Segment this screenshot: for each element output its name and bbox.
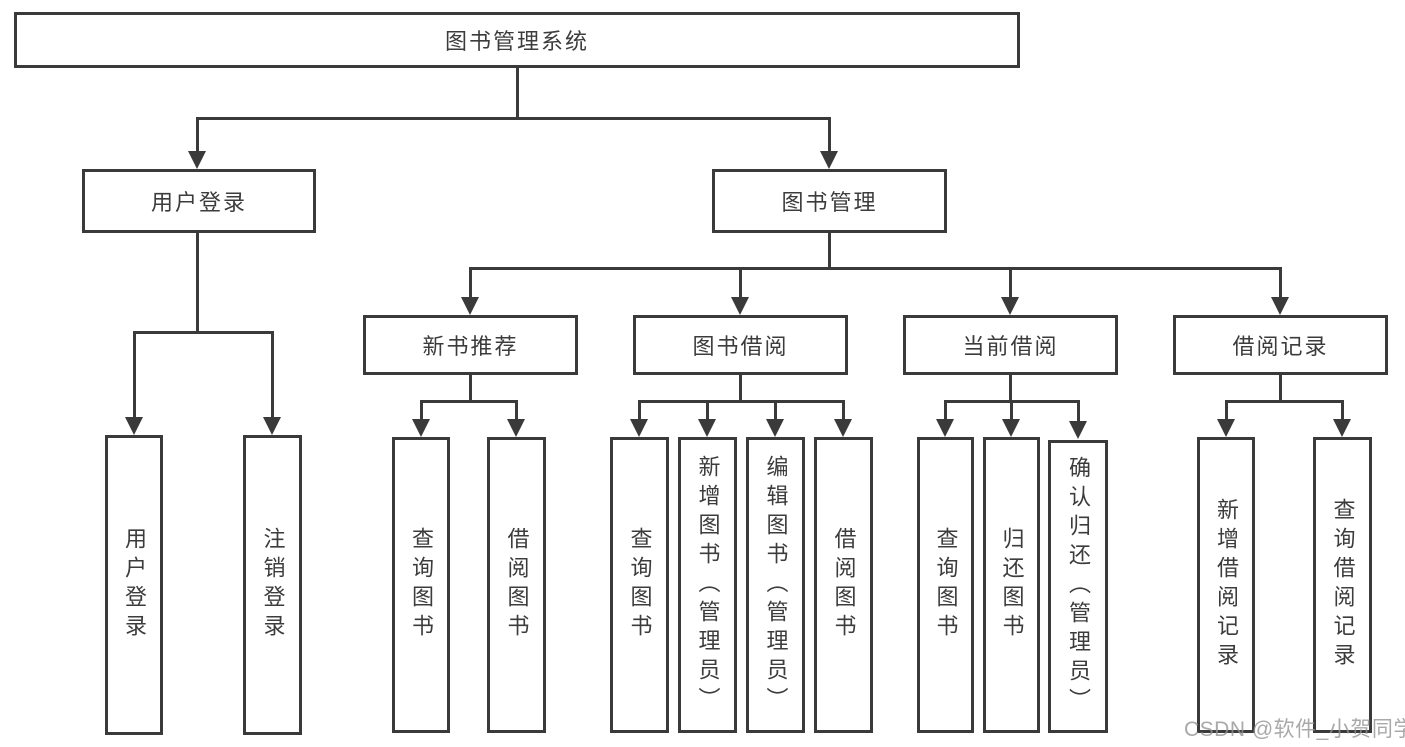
leaf-return-books: 归还图书 bbox=[983, 437, 1040, 733]
connector-stem bbox=[774, 400, 777, 421]
leaf-query-borrow-record: 查询借阅记录 bbox=[1313, 437, 1372, 733]
node-user-login: 用户登录 bbox=[82, 169, 316, 233]
connector-stem bbox=[1009, 375, 1012, 403]
connector-stem bbox=[1279, 267, 1282, 300]
down-arrowhead-icon bbox=[1333, 419, 1351, 437]
connector-root-stem bbox=[516, 68, 519, 120]
down-arrowhead-icon bbox=[1271, 297, 1289, 315]
connector-bus bbox=[133, 331, 274, 334]
leaf-query-books-recommend: 查询图书 bbox=[392, 437, 450, 733]
leaf-query-books-borrowing: 查询图书 bbox=[610, 437, 669, 733]
leaf-user-login: 用户登录 bbox=[105, 435, 163, 735]
node-book-borrowing: 图书借阅 bbox=[633, 315, 848, 375]
connector-stem bbox=[1225, 400, 1228, 421]
node-borrowing-records: 借阅记录 bbox=[1173, 315, 1388, 375]
connector-stem bbox=[133, 331, 136, 419]
leaf-logout: 注销登录 bbox=[243, 435, 302, 735]
connector-stem bbox=[1009, 267, 1012, 300]
connector-stem bbox=[469, 267, 472, 300]
leaf-edit-books-admin: 编辑图书（管理员） bbox=[746, 437, 805, 733]
connector-stem bbox=[1010, 400, 1013, 421]
leaf-add-borrow-record: 新增借阅记录 bbox=[1197, 437, 1255, 733]
connector-stem bbox=[196, 233, 199, 334]
connector-stem bbox=[420, 400, 423, 421]
down-arrowhead-icon bbox=[412, 419, 430, 437]
connector-stem bbox=[515, 400, 518, 421]
connector-stem bbox=[469, 375, 472, 403]
connector-stem bbox=[828, 117, 831, 153]
connector-stem bbox=[739, 267, 742, 300]
down-arrowhead-icon bbox=[1217, 419, 1235, 437]
connector-stem bbox=[739, 375, 742, 403]
connector-stem bbox=[1279, 375, 1282, 403]
down-arrowhead-icon bbox=[125, 417, 143, 435]
connector-root-bus bbox=[196, 117, 831, 120]
down-arrowhead-icon bbox=[630, 419, 648, 437]
node-new-book-recommend: 新书推荐 bbox=[363, 315, 578, 375]
connector-bus bbox=[469, 267, 1282, 270]
down-arrowhead-icon bbox=[188, 151, 206, 169]
csdn-watermark: CSDN @软件_小贺同学 bbox=[1184, 718, 1405, 741]
connector-stem bbox=[1341, 400, 1344, 421]
down-arrowhead-icon bbox=[766, 419, 784, 437]
down-arrowhead-icon bbox=[1069, 421, 1087, 439]
connector-stem bbox=[842, 400, 845, 421]
node-library-system: 图书管理系统 bbox=[14, 12, 1020, 68]
connector-stem bbox=[271, 331, 274, 419]
down-arrowhead-icon bbox=[263, 417, 281, 435]
connector-stem bbox=[1077, 400, 1080, 423]
connector-bus bbox=[638, 400, 845, 403]
leaf-borrow-books-borrowing: 借阅图书 bbox=[814, 437, 873, 733]
down-arrowhead-icon bbox=[731, 297, 749, 315]
node-current-borrowing: 当前借阅 bbox=[903, 315, 1118, 375]
down-arrowhead-icon bbox=[820, 151, 838, 169]
connector-stem bbox=[706, 400, 709, 421]
leaf-borrow-books-recommend: 借阅图书 bbox=[487, 437, 546, 733]
leaf-confirm-return-admin: 确认归还（管理员） bbox=[1048, 440, 1108, 733]
down-arrowhead-icon bbox=[936, 419, 954, 437]
down-arrowhead-icon bbox=[834, 419, 852, 437]
connector-stem bbox=[196, 117, 199, 153]
leaf-query-books-current: 查询图书 bbox=[917, 437, 974, 733]
node-book-management: 图书管理 bbox=[712, 169, 947, 233]
connector-bus bbox=[420, 400, 518, 403]
leaf-add-books-admin: 新增图书（管理员） bbox=[678, 437, 737, 733]
connector-bus bbox=[1225, 400, 1344, 403]
connector-stem bbox=[638, 400, 641, 421]
down-arrowhead-icon bbox=[698, 419, 716, 437]
down-arrowhead-icon bbox=[461, 297, 479, 315]
down-arrowhead-icon bbox=[1001, 297, 1019, 315]
connector-stem bbox=[828, 233, 831, 270]
connector-stem bbox=[944, 400, 947, 421]
down-arrowhead-icon bbox=[507, 419, 525, 437]
down-arrowhead-icon bbox=[1002, 419, 1020, 437]
